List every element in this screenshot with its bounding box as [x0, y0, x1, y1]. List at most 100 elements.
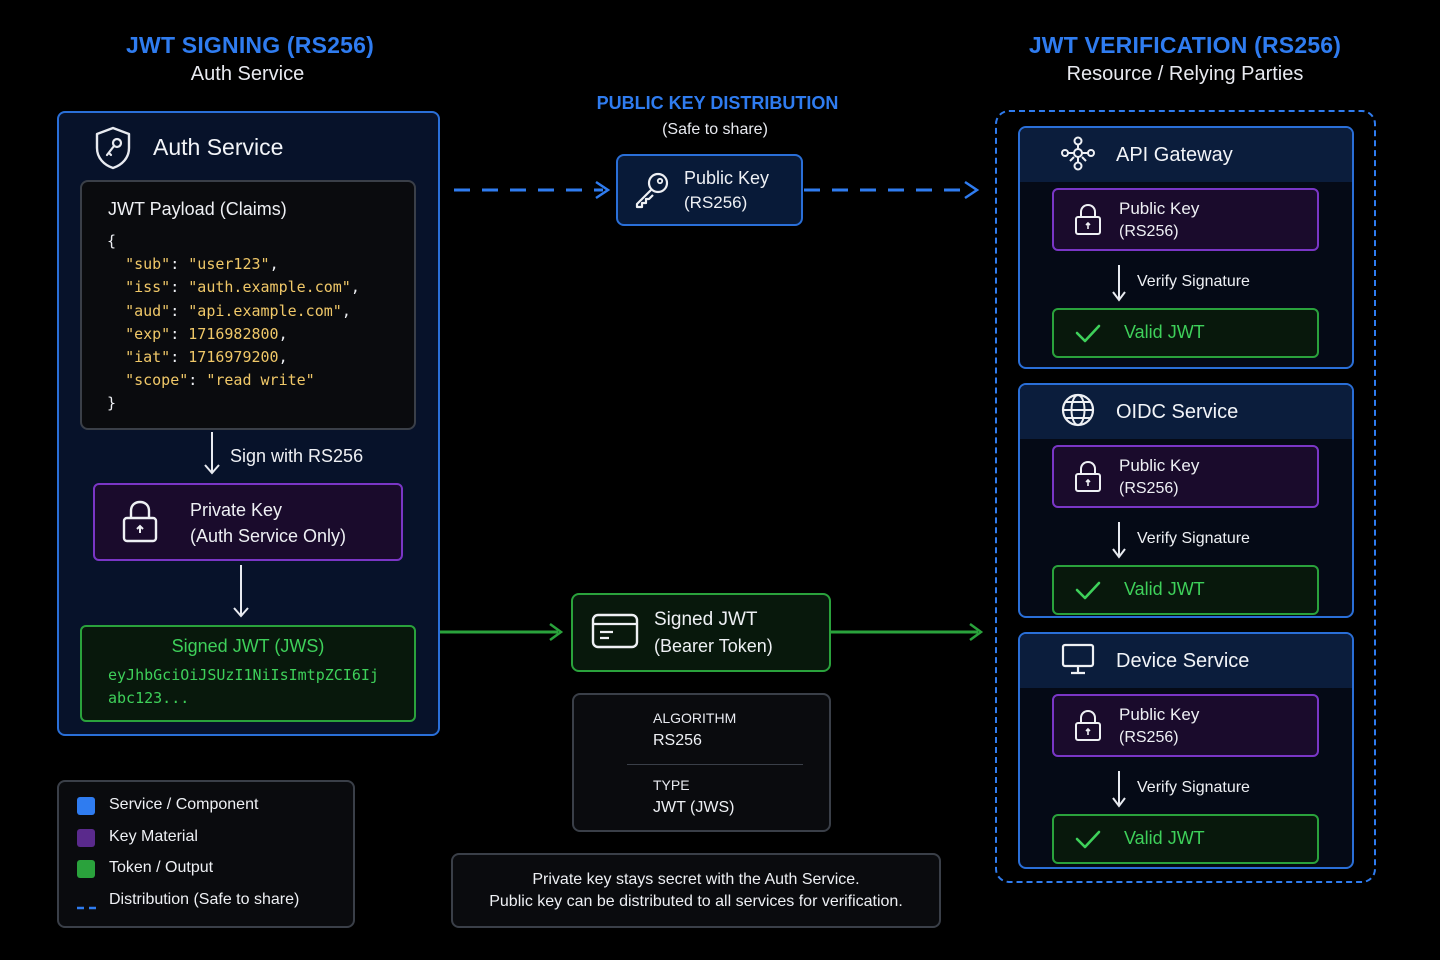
payload-title: JWT Payload (Claims) [108, 199, 287, 219]
payload-line: "scope": "read write" [107, 369, 360, 392]
bearer-subtitle: (Bearer Token) [654, 636, 773, 656]
payload-line: } [107, 394, 117, 413]
payload-value: "read write" [206, 371, 315, 390]
algorithm-label: ALGORITHM [653, 710, 737, 726]
valid-jwt-box: Valid JWT [1052, 308, 1319, 358]
payload-value: "user123" [188, 255, 270, 274]
lock-icon [1073, 460, 1103, 499]
note-line-2: Public key can be distributed to all ser… [489, 893, 903, 910]
payload-value: 1716979200 [188, 348, 279, 367]
payload-key: "scope" [125, 371, 189, 390]
note-box [451, 853, 941, 928]
payload-value: "api.example.com" [188, 301, 342, 320]
verify-signature-label: Verify Signature [1137, 273, 1250, 290]
service-name: API Gateway [1116, 143, 1233, 166]
distribution-subtitle: (Safe to share) [662, 121, 768, 138]
verification-subtitle: Resource / Relying Parties [1066, 63, 1304, 85]
valid-jwt-label: Valid JWT [1124, 579, 1205, 599]
signed-jwt-title: Signed JWT (JWS) [171, 636, 325, 656]
signing-subtitle: Auth Service [190, 63, 305, 85]
verification-panel [995, 110, 1376, 883]
payload-end: , [278, 324, 288, 343]
payload-key: "aud" [125, 301, 171, 320]
private-key-sublabel: (Auth Service Only) [190, 526, 347, 546]
payload-line: "iss": "auth.example.com", [107, 276, 360, 299]
legend-swatch [77, 860, 95, 878]
payload-line: "sub": "user123", [107, 253, 360, 276]
card-icon [591, 613, 639, 649]
public-key-distribution-box [616, 154, 803, 226]
service-public-key: Public Key (RS256) [1052, 694, 1319, 757]
bearer-token-box [571, 593, 831, 672]
service-card-header: API Gateway [1020, 128, 1352, 182]
payload-value: 1716982800 [188, 324, 279, 343]
payload-key: "iat" [125, 348, 171, 367]
valid-jwt-label: Valid JWT [1124, 322, 1205, 342]
payload-key: "sub" [125, 255, 171, 274]
service-key-alg: (RS256) [1119, 223, 1179, 240]
service-key-alg: (RS256) [1119, 729, 1179, 746]
verify-signature-label: Verify Signature [1137, 779, 1250, 796]
legend [57, 780, 355, 928]
service-card-header: Device Service [1020, 634, 1352, 688]
auth-service-name: Auth Service [153, 134, 284, 160]
payload-end: , [278, 348, 288, 367]
service-card-header: OIDC Service [1020, 385, 1352, 439]
legend-label: Key Material [109, 827, 198, 845]
payload-separator: : [170, 255, 189, 274]
payload-separator: : [170, 301, 189, 320]
key-icon [635, 172, 669, 209]
service-public-key: Public Key (RS256) [1052, 445, 1319, 508]
payload-key: "iss" [125, 278, 171, 297]
public-key-label: Public Key [684, 168, 770, 188]
payload-code: { "sub": "user123", "iss": "auth.example… [107, 230, 360, 416]
lock-icon [1073, 203, 1103, 242]
service-key-label: Public Key [1119, 456, 1200, 475]
payload-end: , [350, 278, 360, 297]
valid-jwt-label: Valid JWT [1124, 828, 1205, 848]
check-icon [1074, 579, 1102, 606]
legend-swatch [77, 797, 95, 815]
payload-separator: : [170, 324, 189, 343]
service-name: Device Service [1116, 649, 1250, 672]
payload-end: , [341, 301, 351, 320]
payload-key: "exp" [125, 324, 171, 343]
token-info-box [572, 693, 831, 832]
monitor-icon [1060, 641, 1096, 682]
valid-jwt-box: Valid JWT [1052, 565, 1319, 615]
down-arrow [233, 565, 249, 618]
service-public-key: Public Key (RS256) [1052, 188, 1319, 251]
sign-label: Sign with RS256 [230, 446, 364, 466]
service-key-label: Public Key [1119, 199, 1200, 218]
verify-signature-label: Verify Signature [1137, 530, 1250, 547]
private-key-label: Private Key [190, 500, 283, 520]
signing-title: JWT SIGNING (RS256) [126, 32, 374, 58]
type-value: JWT (JWS) [653, 799, 735, 816]
payload-separator: : [170, 278, 189, 297]
service-key-label: Public Key [1119, 705, 1200, 724]
distribution-title: PUBLIC KEY DISTRIBUTION [596, 93, 839, 113]
payload-end: , [269, 255, 279, 274]
globe-icon [1060, 392, 1096, 433]
verify-arrow [1109, 769, 1129, 814]
algorithm-value: RS256 [653, 732, 702, 749]
shield-key-icon [95, 126, 131, 170]
public-key-alg: (RS256) [684, 193, 748, 212]
valid-jwt-box: Valid JWT [1052, 814, 1319, 864]
service-key-alg: (RS256) [1119, 480, 1179, 497]
legend-label: Service / Component [109, 796, 259, 813]
signed-jwt-box [80, 625, 416, 722]
legend-label: Distribution (Safe to share) [109, 890, 300, 908]
legend-swatch [77, 828, 95, 847]
verify-arrow [1109, 520, 1129, 565]
legend-label: Token / Output [109, 859, 214, 876]
lock-icon [1073, 709, 1103, 748]
network-icon [1060, 135, 1096, 176]
payload-value: "auth.example.com" [188, 278, 351, 297]
bearer-title: Signed JWT [654, 609, 758, 630]
check-icon [1074, 828, 1102, 855]
note-line-1: Private key stays secret with the Auth S… [532, 871, 860, 888]
legend-dashed-line [77, 898, 97, 916]
service-name: OIDC Service [1116, 400, 1239, 423]
